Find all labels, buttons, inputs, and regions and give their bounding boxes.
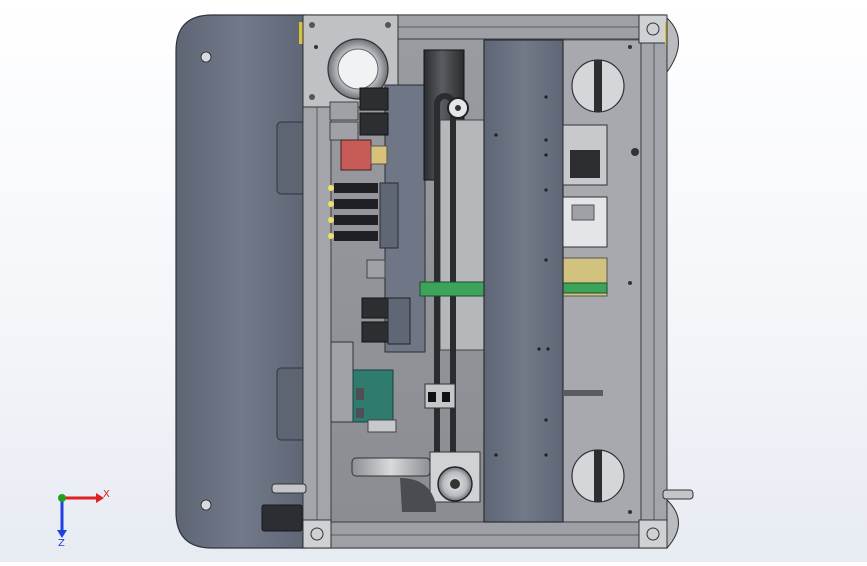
housing-tab: [261, 504, 303, 532]
left-pin: [271, 483, 307, 494]
right-roller-top: [571, 59, 625, 113]
shadow-cutout: [400, 478, 436, 512]
caster-wheel: [666, 498, 679, 550]
corner-bracket: [302, 519, 332, 549]
vertical-slide-plate: [483, 39, 564, 523]
right-roller-bottom: [571, 449, 625, 503]
sensor-block: [330, 341, 354, 423]
slide-plate-holes: [494, 95, 550, 457]
green-guide-rail: [419, 281, 485, 297]
mounting-hole: [200, 51, 212, 63]
corner-bracket: [638, 14, 668, 44]
red-solenoid: [340, 139, 372, 171]
valve-mount: [379, 182, 399, 249]
corner-bracket: [638, 519, 668, 549]
triad-y-axis: [58, 494, 66, 502]
frame-fasteners: [314, 45, 639, 514]
triad-x-label: X: [103, 489, 110, 500]
valve-stack-top: [329, 87, 389, 141]
air-fittings: [328, 183, 378, 241]
triad-z-label: Z: [58, 538, 65, 549]
coordinate-triad: X Z: [57, 489, 110, 549]
right-pin: [662, 489, 694, 500]
pneumatic-cylinder: [351, 457, 431, 477]
caster-wheel: [666, 16, 679, 74]
valve-stack-bottom: [361, 259, 411, 345]
mounting-hole: [200, 499, 212, 511]
shaft-guide: [439, 119, 487, 351]
stop-bar: [563, 390, 603, 396]
housing-base: [175, 14, 306, 549]
